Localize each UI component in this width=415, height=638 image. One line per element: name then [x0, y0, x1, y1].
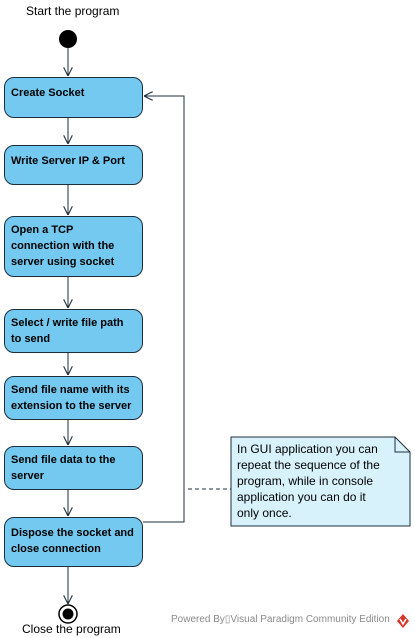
action-dispose-socket[interactable]: Dispose the socket and close connection [4, 517, 143, 567]
action-line: Select / write file path [11, 317, 124, 329]
action-line: close connection [11, 543, 101, 555]
action-line: Dispose the socket and [11, 527, 134, 539]
action-send-file-name[interactable]: Send file name with its extension to the… [4, 376, 143, 420]
note-line: only once. [237, 506, 292, 520]
action-send-file-data[interactable]: Send file data to the server [4, 446, 143, 490]
action-line: Send file data to the [11, 454, 116, 466]
end-label: Close the program [22, 622, 121, 636]
action-line: connection with the [11, 240, 115, 252]
powered-by-footer: Powered By▯Visual Paradigm Community Edi… [171, 614, 390, 625]
action-write-server-ip-port[interactable]: Write Server IP & Port [4, 145, 143, 185]
action-line: server [11, 470, 45, 482]
action-open-tcp-connection[interactable]: Open a TCP connection with the server us… [4, 216, 143, 277]
action-line: server using socket [11, 256, 115, 268]
action-line: extension to the server [11, 400, 132, 412]
note-fold [394, 437, 410, 453]
visual-paradigm-logo-icon [397, 614, 409, 628]
action-line: Open a TCP [11, 224, 74, 236]
note-line: application you can do it [237, 490, 366, 504]
note-line: repeat the sequence of the [237, 458, 380, 472]
flow-loop-back [143, 96, 185, 523]
note: In GUI application you can repeat the se… [231, 437, 410, 526]
action-create-socket[interactable]: Create Socket [4, 77, 143, 118]
note-line: program, while in console [237, 474, 374, 488]
action-select-file-path[interactable]: Select / write file path to send [4, 309, 143, 353]
initial-node [59, 30, 77, 48]
final-node-dot [62, 608, 74, 620]
action-line: Create Socket [11, 87, 85, 99]
note-shape [230, 436, 411, 527]
start-label: Start the program [26, 4, 120, 18]
note-line: In GUI application you can [237, 442, 378, 456]
action-line: Send file name with its [11, 384, 130, 396]
action-line: to send [11, 333, 51, 345]
action-line: Write Server IP & Port [11, 155, 125, 167]
